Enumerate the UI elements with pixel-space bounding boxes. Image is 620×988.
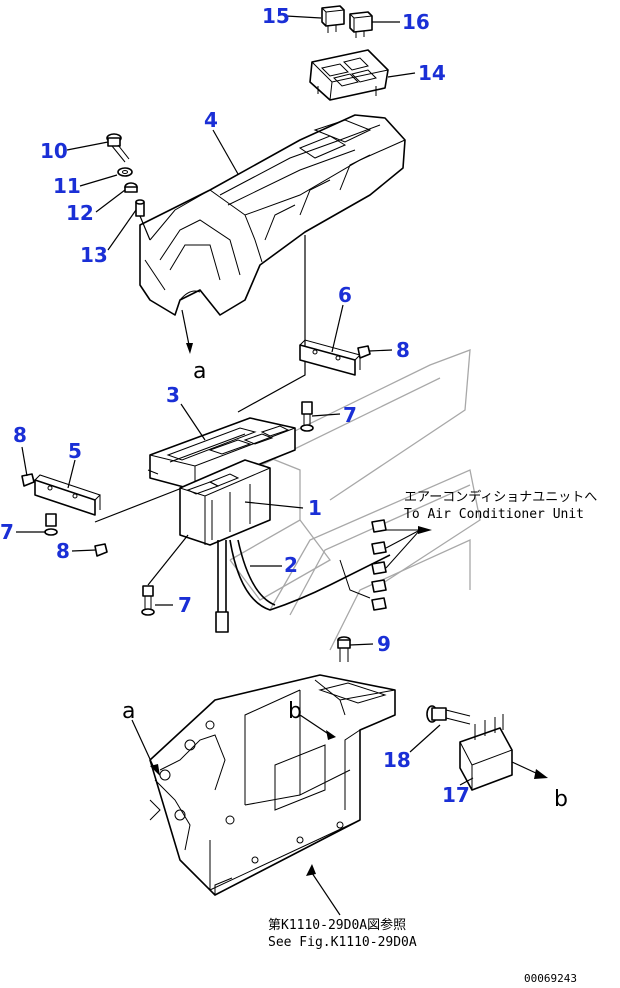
switch-panel-14 <box>309 49 389 101</box>
callout-3: 3 <box>166 383 180 407</box>
callout-7-lower: 7 <box>178 593 192 617</box>
ref-a-bottom: a <box>122 699 135 724</box>
switch-15 <box>321 5 345 33</box>
callout-15: 15 <box>262 4 290 28</box>
bracket-5 <box>34 474 183 523</box>
clip-8-right <box>357 345 371 359</box>
callout-7-upper: 7 <box>343 403 357 427</box>
spacer-13 <box>135 199 151 241</box>
callout-8-top-left: 8 <box>13 423 27 447</box>
callout-1: 1 <box>308 496 322 520</box>
nut-12 <box>124 182 138 193</box>
switch-16 <box>349 11 373 38</box>
bolt-9 <box>337 636 351 662</box>
callout-7-left: 7 <box>0 520 14 544</box>
console-cover-4 <box>139 114 406 316</box>
callout-12: 12 <box>66 201 94 225</box>
callout-8-right: 8 <box>396 338 410 362</box>
callout-14: 14 <box>418 61 446 85</box>
clip-8-top-left <box>21 473 35 487</box>
callout-4: 4 <box>204 108 218 132</box>
ref-a-top: a <box>193 359 206 384</box>
callout-8-bottom-left: 8 <box>56 539 70 563</box>
see-fig-note-jp: 第K1110-29D0A図参照 <box>268 917 406 933</box>
aircon-note-jp: エアーコンディショナユニットへ <box>404 489 597 505</box>
bolt-18 <box>409 705 471 753</box>
callout-16: 16 <box>402 10 430 34</box>
callout-9: 9 <box>377 632 391 656</box>
document-number: 00069243 <box>524 972 577 985</box>
callout-leaders <box>16 15 416 646</box>
bolt-7-left <box>44 513 58 536</box>
clip-8-bottom-left <box>94 543 108 557</box>
harness-2 <box>215 519 432 633</box>
callout-6: 6 <box>338 283 352 307</box>
callout-labels: 15 16 14 4 10 11 12 13 6 8 3 7 8 5 1 7 8… <box>0 4 470 807</box>
bolt-7-lower <box>141 534 189 616</box>
relay-17 <box>459 714 548 791</box>
bracket-6 <box>299 339 361 376</box>
washer-11 <box>117 167 133 177</box>
callout-5: 5 <box>68 439 82 463</box>
see-fig-note-en: See Fig.K1110-29D0A <box>268 935 417 950</box>
aircon-note-en: To Air Conditioner Unit <box>404 507 584 522</box>
ref-b-left: b <box>288 699 302 724</box>
callout-11: 11 <box>53 174 81 198</box>
ref-b-right: b <box>554 787 568 812</box>
callout-10: 10 <box>40 139 68 163</box>
control-panel-3 <box>147 417 296 491</box>
bolt-7-upper <box>300 401 314 432</box>
base-stand <box>149 674 396 896</box>
bolt-10 <box>106 133 130 163</box>
callout-18: 18 <box>383 748 411 772</box>
callout-17: 17 <box>442 783 470 807</box>
reference-letters: a a b b <box>122 359 568 812</box>
callout-13: 13 <box>80 243 108 267</box>
notes: エアーコンディショナユニットへ To Air Conditioner Unit … <box>268 489 597 985</box>
ac-control-unit-1 <box>179 459 304 546</box>
callout-2: 2 <box>284 553 298 577</box>
